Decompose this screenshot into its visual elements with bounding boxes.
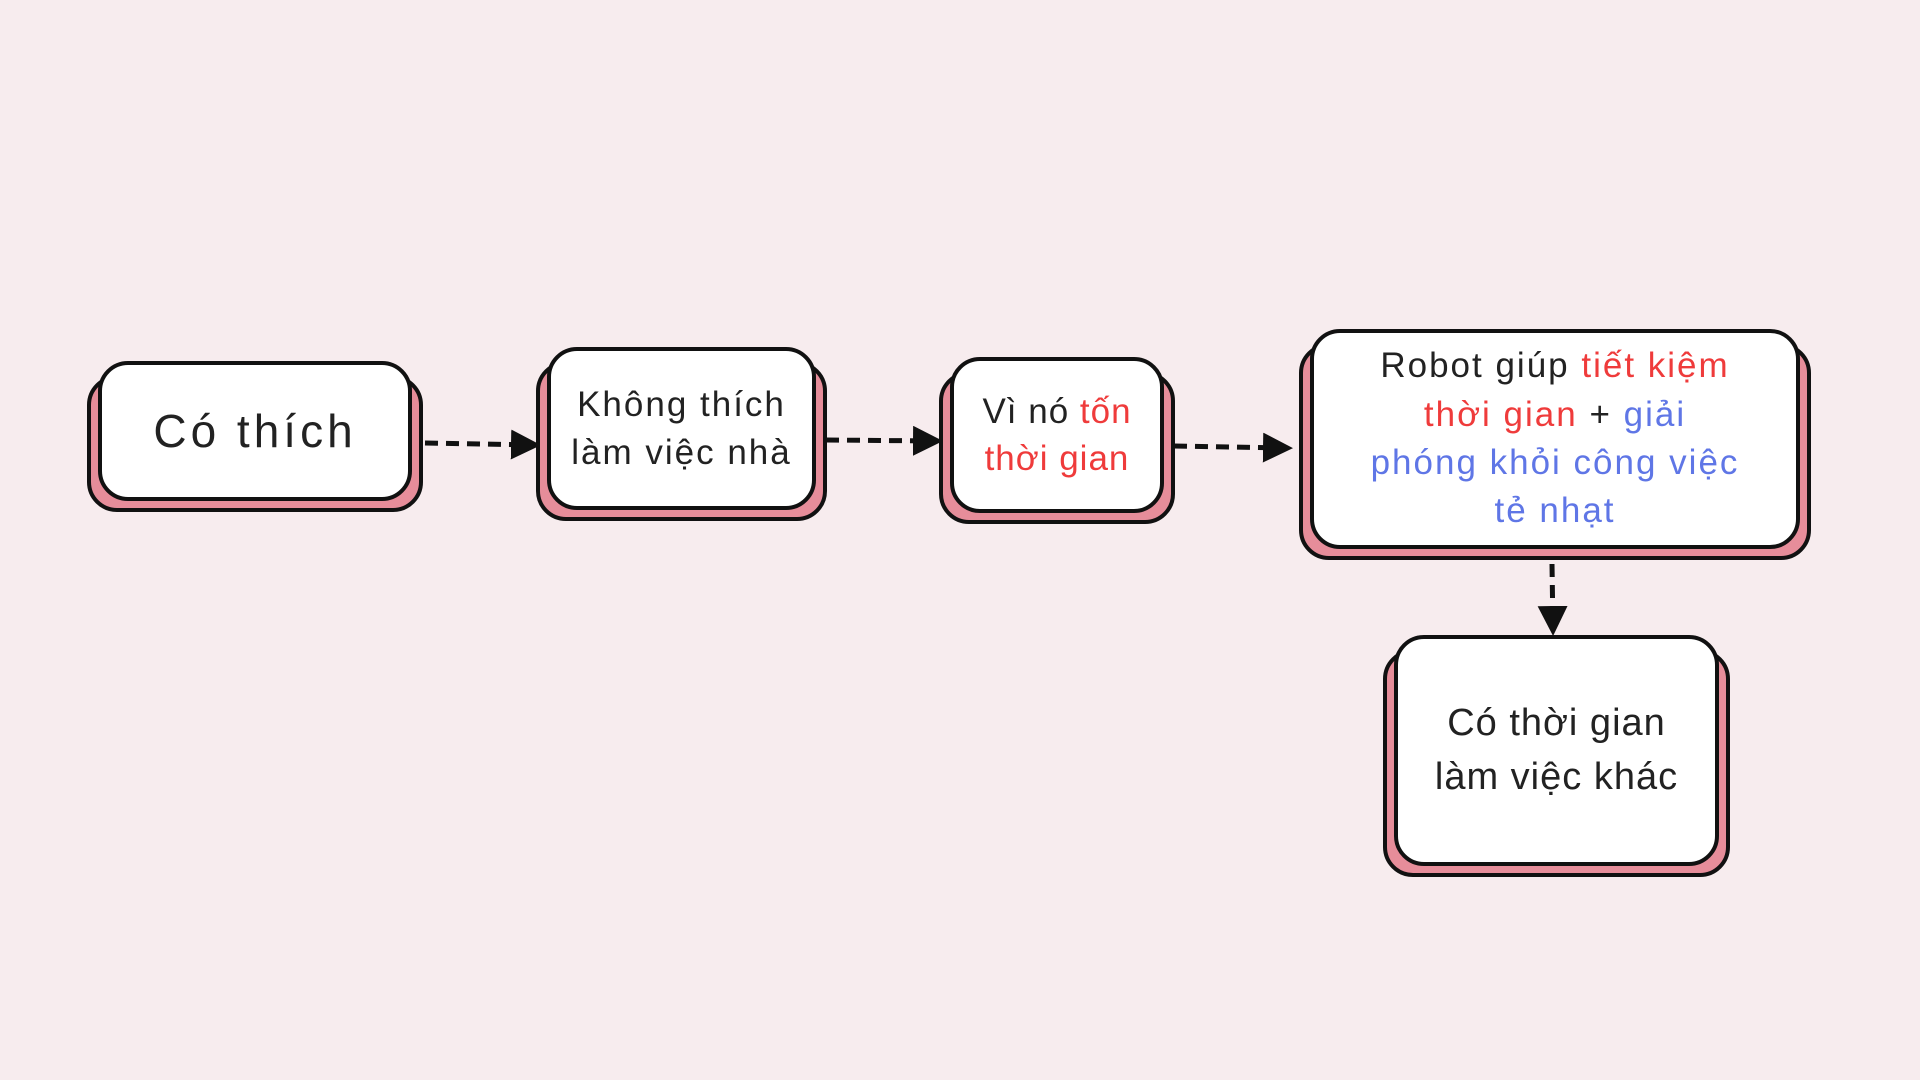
node-text-plus: + [1577,394,1624,434]
node-text-blue2: phóng khỏi công việc [1370,443,1740,482]
node-text-highlight: tốn [1079,391,1132,431]
node-text-blue1: giải [1623,394,1687,434]
node-co-thich[interactable]: Có thích [87,361,423,512]
node-text-line2: làm việc khác [1434,755,1679,798]
node-card: Vì nó tốn thời gian [950,357,1164,513]
node-text-blue3: tẻ nhạt [1494,491,1616,531]
node-card: Có thời gian làm việc khác [1394,635,1719,866]
node-text-lead: Robot giúp [1380,346,1582,386]
node-text-red2: thời gian [1423,394,1578,434]
edge-n1-n2 [424,429,541,460]
node-text-line1: Có thời gian [1447,702,1666,745]
edge-n2-n3 [825,425,943,456]
node-robot-giup[interactable]: Robot giúp tiết kiệm thời gian + giải ph… [1299,329,1811,560]
node-card: Có thích [98,361,412,501]
node-co-thoi-gian[interactable]: Có thời gian làm việc khác [1383,635,1730,877]
node-khong-thich[interactable]: Không thích làm việc nhà [536,347,827,521]
node-text: Có thích [153,404,357,457]
edge-n3-n4 [1173,432,1293,463]
node-card: Robot giúp tiết kiệm thời gian + giải ph… [1310,329,1800,549]
node-text-highlight-line2: thời gian [984,439,1130,478]
edge-n4-n5 [1537,563,1568,636]
node-text-line1: Không thích [577,385,786,425]
node-vi-no-ton-thoi-gian[interactable]: Vì nó tốn thời gian [939,357,1175,524]
node-text-prefix: Vì nó [982,391,1080,431]
node-text-line2: làm việc nhà [571,432,792,472]
node-text-red1: tiết kiệm [1581,346,1730,386]
node-card: Không thích làm việc nhà [547,347,816,510]
